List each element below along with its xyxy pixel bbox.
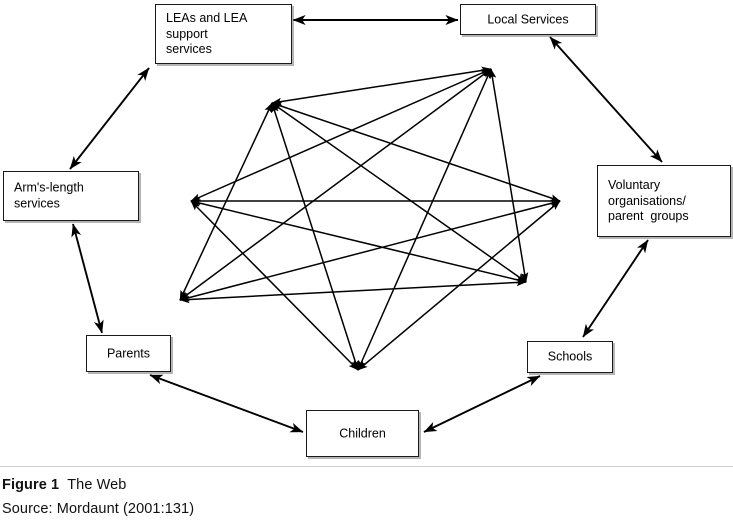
node-box-schools[interactable]: Schools xyxy=(527,341,613,373)
web-link-w-upper-left-w-right xyxy=(271,102,561,202)
node-label-line: Voluntary xyxy=(608,177,661,192)
web-link-w-upper-left-w-bottom xyxy=(271,102,359,371)
node-label-line: Children xyxy=(339,425,386,440)
figure-title: The Web xyxy=(67,477,127,493)
ring-link-schools-children xyxy=(423,375,541,433)
web-link-w-top-right-w-lower-right xyxy=(488,68,529,283)
node-label-line: parent groups xyxy=(608,208,689,223)
node-label-line: Parents xyxy=(106,345,151,360)
node-label-schools: Schools xyxy=(528,349,612,365)
web-link-w-bottom-w-left xyxy=(190,200,359,371)
node-label-parents: Parents xyxy=(87,346,170,362)
caption-divider xyxy=(0,466,733,467)
web-link-w-right-w-lower-left xyxy=(179,199,561,302)
node-label-line: services xyxy=(166,41,212,56)
ring-link-children-parents xyxy=(149,374,304,433)
web-link-w-top-right-w-bottom xyxy=(357,68,492,371)
figure-number: Figure 1 xyxy=(2,477,60,493)
node-label-children: Children xyxy=(307,426,418,442)
ring-link-parents-arms xyxy=(71,223,104,334)
figure-caption-spacer xyxy=(59,477,67,493)
web-link-w-upper-left-w-top-right xyxy=(271,66,492,106)
web-link-w-lower-right-w-lower-left xyxy=(179,278,527,304)
node-label-line: LEAs and LEA xyxy=(166,10,248,25)
inner-web-links xyxy=(179,66,561,371)
web-link-w-lower-right-w-left xyxy=(190,199,527,284)
node-label-line: organisations/ xyxy=(608,193,686,208)
node-label-line: Local Services xyxy=(487,11,569,26)
outer-ring-links xyxy=(69,14,663,433)
node-label-line: support xyxy=(166,26,208,41)
node-box-children[interactable]: Children xyxy=(306,410,419,457)
web-link-w-upper-left-w-lower-right xyxy=(271,102,527,283)
ring-link-local-voluntary xyxy=(549,36,663,163)
node-box-local[interactable]: Local Services xyxy=(460,4,596,35)
node-label-line: Schools xyxy=(547,349,593,364)
node-label-local: Local Services xyxy=(461,12,595,28)
figure-source: Source: Mordaunt (2001:131) xyxy=(2,501,195,517)
ring-link-voluntary-schools xyxy=(582,239,649,338)
ring-link-arms-leas xyxy=(69,67,150,170)
figure-caption: Figure 1 The Web xyxy=(2,477,126,493)
node-box-parents[interactable]: Parents xyxy=(86,335,171,372)
node-label-line: services xyxy=(14,196,60,210)
node-label-line: Arm's-length xyxy=(14,180,84,195)
